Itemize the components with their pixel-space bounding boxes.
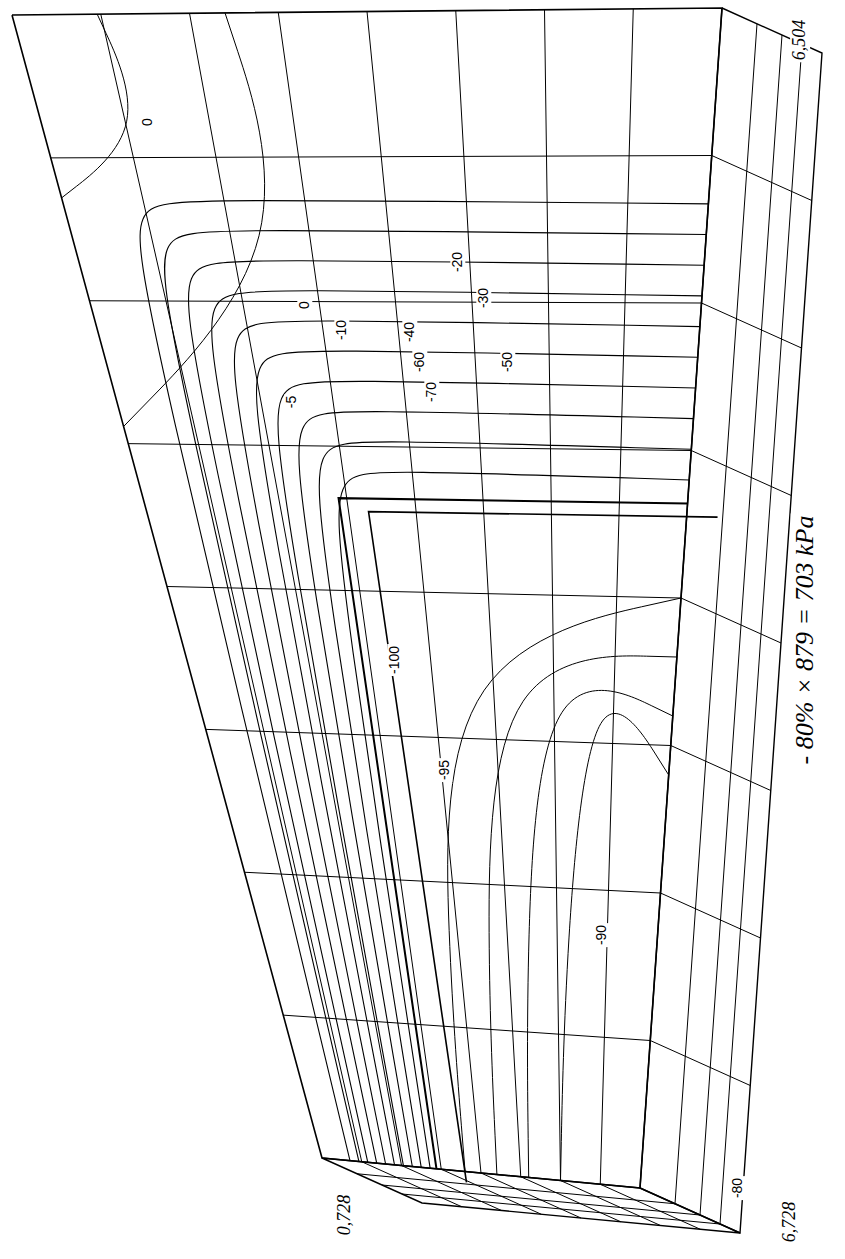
block-lines: [12, 8, 822, 1233]
top-face: [12, 8, 722, 1188]
contour-line: [62, 14, 128, 198]
contour-line: [489, 656, 677, 1175]
contour-line: [448, 598, 681, 1172]
contour-line: [124, 13, 265, 427]
contour-line: [561, 713, 669, 1180]
contour-line: [319, 442, 691, 1167]
contour-line: [256, 351, 697, 1165]
contour-value: -95: [437, 758, 452, 782]
contour-line: [212, 291, 702, 1163]
mesh-line: [702, 303, 802, 348]
handwritten-coordinate: 6,728: [780, 1200, 800, 1245]
handwritten-coordinate: 6,504: [790, 18, 810, 63]
contour-value: -30: [476, 286, 491, 310]
mesh-line: [561, 1181, 661, 1226]
contour-value: 0: [297, 299, 312, 311]
contour-value: -5: [284, 394, 299, 410]
mesh-line: [671, 746, 771, 791]
contour-value: -80: [730, 1176, 745, 1200]
mesh-line: [441, 1169, 541, 1214]
contour-value: -50: [500, 350, 515, 374]
handwritten-coordinate: 0,728: [335, 1193, 355, 1238]
contour-line: [528, 690, 673, 1177]
mesh-line: [650, 1041, 750, 1086]
mesh-line: [521, 1177, 621, 1222]
handwritten-note: - 80% × 879 = 703 kPa: [791, 514, 820, 767]
contour-line: [165, 231, 707, 1162]
mesh-line: [456, 11, 521, 1177]
mesh-line: [691, 451, 791, 496]
mesh-line: [481, 1173, 581, 1218]
mesh-line: [661, 893, 761, 938]
contour-line: [140, 201, 708, 1161]
mesh-line: [545, 10, 561, 1181]
mesh-line: [245, 872, 661, 893]
mesh-line: [712, 156, 812, 201]
contour-line: [339, 472, 689, 1168]
mesh-line: [600, 1184, 700, 1229]
contour-value: -20: [450, 250, 465, 274]
contour-line: [299, 412, 694, 1167]
contour-value: 0: [140, 116, 155, 128]
contour-line: [278, 381, 696, 1165]
mesh-line: [600, 9, 633, 1184]
mesh-line: [362, 1162, 462, 1207]
mesh-line: [681, 598, 781, 643]
contour-line: [188, 261, 704, 1163]
side-face: [640, 8, 822, 1233]
contour-line: [234, 321, 700, 1164]
excavation-rim: [339, 498, 688, 1169]
contour-value: -60: [412, 350, 427, 374]
excavation-floor: [369, 512, 718, 1183]
contour-value: -100: [387, 644, 402, 676]
contour-value: -40: [402, 320, 417, 344]
mesh-line: [402, 1166, 502, 1211]
contour-value: -90: [594, 923, 609, 947]
contour-value: -10: [334, 318, 349, 342]
contour-value: -70: [424, 380, 439, 404]
